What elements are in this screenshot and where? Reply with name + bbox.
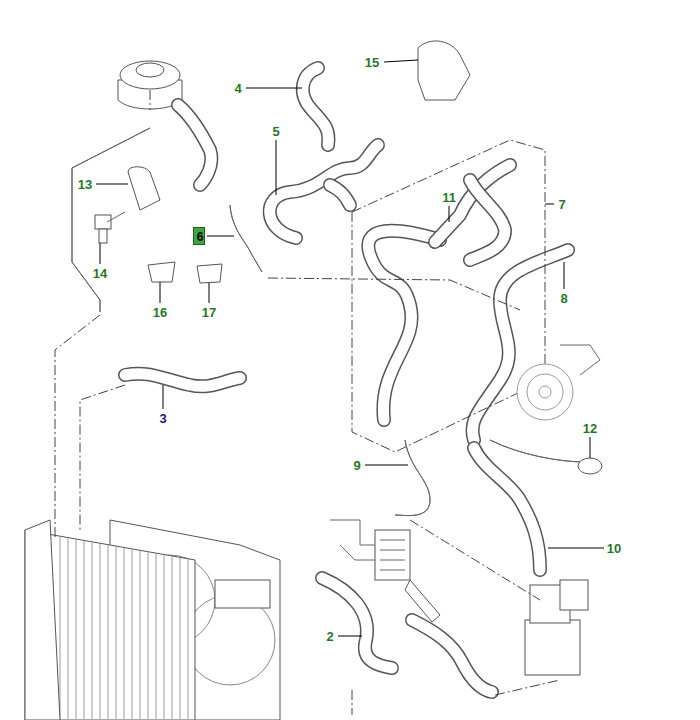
reference-lines: [55, 90, 560, 715]
radiator-fans: [25, 520, 280, 720]
radiator-fin: [164, 555, 165, 720]
callout-number: 14: [93, 266, 107, 281]
radiator-fin: [100, 544, 101, 720]
group-outline: [352, 140, 545, 452]
callout-number: 9: [353, 458, 360, 473]
callout-number: 16: [153, 305, 167, 320]
radiator-fin: [156, 554, 157, 720]
radiator-fin: [132, 550, 133, 720]
radiator-fin: [148, 552, 149, 720]
radiator-fin: [60, 537, 61, 720]
oil-cooler: [330, 520, 440, 622]
radiator-fin: [108, 545, 109, 720]
radiator-fin: [116, 547, 117, 720]
callout-number: 3: [159, 411, 166, 426]
radiator-fin: [84, 541, 85, 720]
radiator-fin: [68, 538, 69, 720]
callout-number: 15: [365, 55, 379, 70]
callout-number: 6: [197, 230, 202, 244]
callout-number: 17: [202, 305, 216, 320]
radiator-fin: [172, 557, 173, 720]
pulley: [517, 345, 600, 420]
callout-number: 13: [78, 177, 92, 192]
heater-valve: [525, 580, 588, 675]
callout-number: 12: [583, 421, 597, 436]
radiator-fin: [76, 540, 77, 720]
radiator-fin: [140, 551, 141, 720]
callout-number: 5: [272, 124, 279, 139]
bracket-bolt-clips: [95, 167, 222, 283]
radiator-fin: [124, 548, 125, 720]
callout-number: 2: [326, 629, 333, 644]
radiator-fin: [92, 543, 93, 720]
callout-number: 10: [607, 541, 621, 556]
radiator-fin: [188, 559, 189, 720]
radiator-fin: [180, 558, 181, 720]
callout-number: 4: [234, 81, 241, 96]
leader-lines: [96, 60, 604, 636]
highlight-callout-box: 6: [193, 227, 206, 245]
callout-number: 7: [558, 197, 565, 212]
expansion-tank: [72, 61, 211, 312]
callout-number: 11: [442, 190, 456, 205]
callout-number: 8: [560, 291, 567, 306]
hose-clip: [418, 41, 470, 100]
